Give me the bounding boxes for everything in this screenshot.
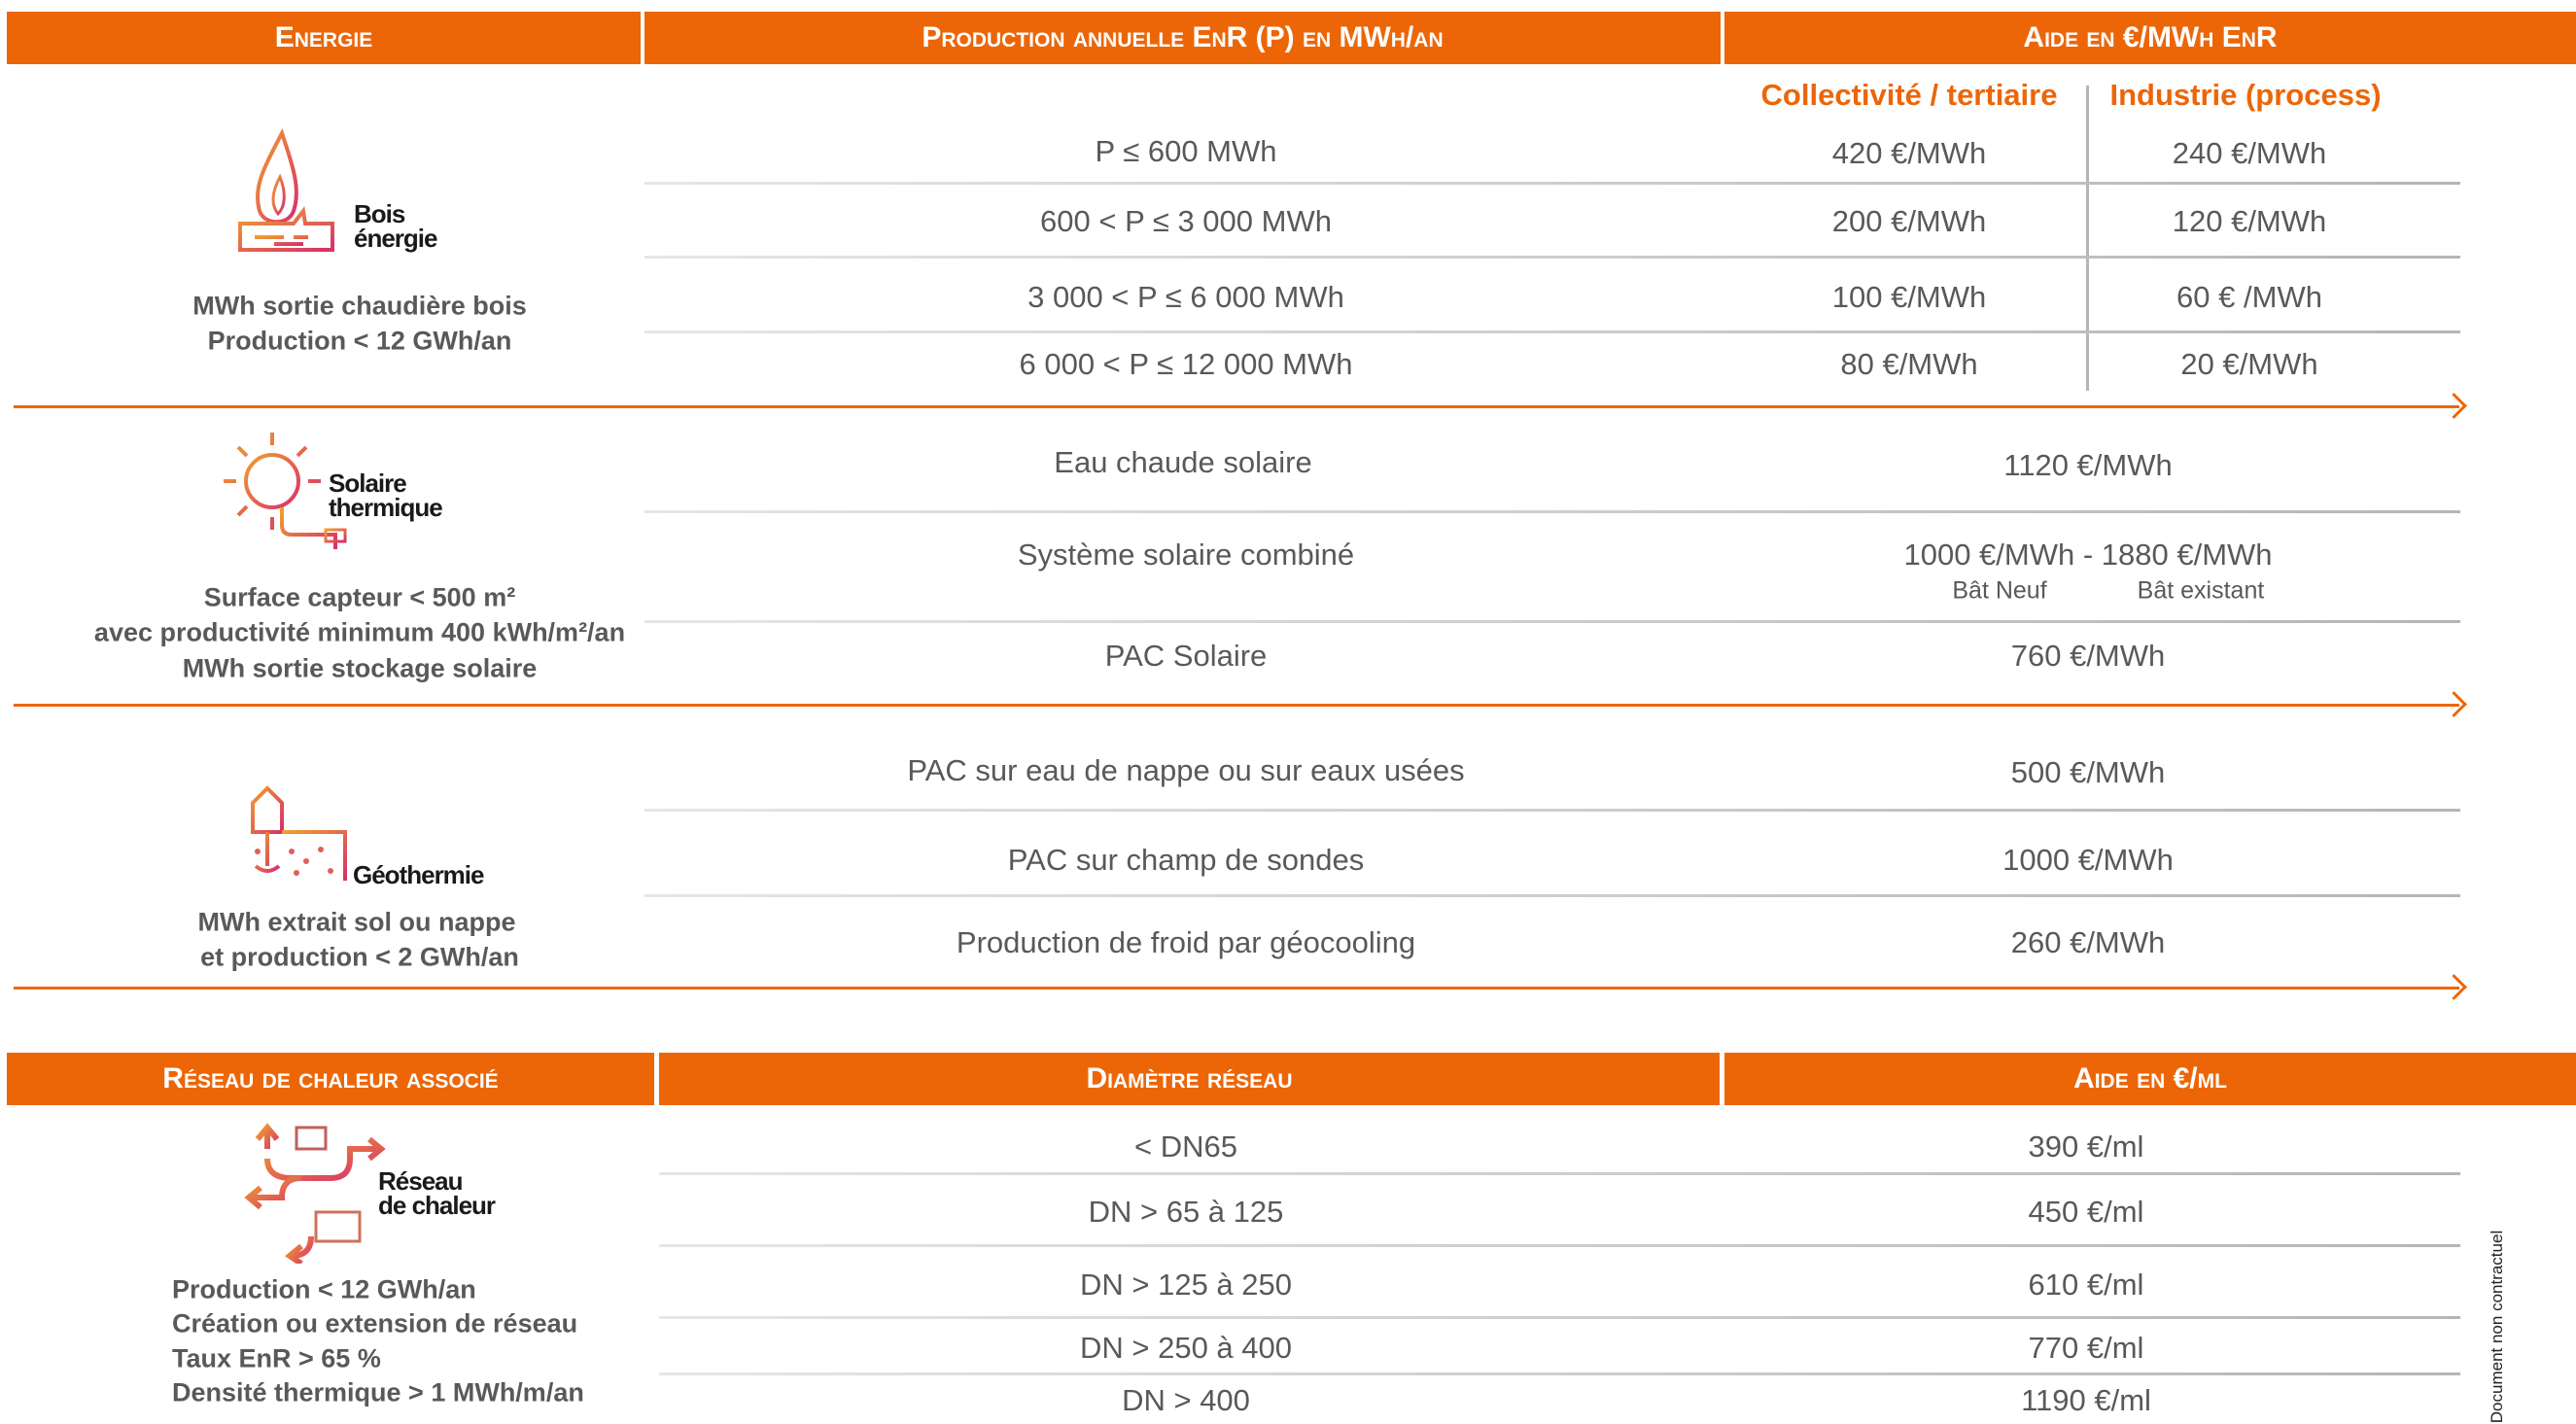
bois-production: 6 000 < P ≤ 12 000 MWh <box>1019 347 1353 381</box>
row-separator <box>659 1244 2460 1247</box>
solaire-aide: 1120 €/MWh <box>2003 448 2173 482</box>
header-label: Diamètre réseau <box>1086 1062 1293 1094</box>
solaire-production: Eau chaude solaire <box>1054 445 1312 479</box>
reseau-note: Production < 12 GWh/an <box>172 1274 476 1304</box>
row-separator <box>644 256 2460 259</box>
reseau-note: Taux EnR > 65 % <box>172 1343 381 1373</box>
solaire-note: MWh sortie stockage solaire <box>182 653 538 683</box>
reseau-aide: 610 €/ml <box>2028 1268 2144 1302</box>
reseau-aide: 390 €/ml <box>2028 1129 2144 1164</box>
subheader-industrie: Industrie (process) <box>2109 78 2382 112</box>
reseau-note: Densité thermique > 1 MWh/m/an <box>172 1377 584 1407</box>
header-aide: Aide en €/MWh EnR <box>1724 12 2576 64</box>
section-arrow <box>14 704 2459 707</box>
flame-icon <box>238 128 334 252</box>
reseau-aide: 450 €/ml <box>2028 1195 2144 1229</box>
reseau-diametre: DN > 250 à 400 <box>1079 1331 1293 1365</box>
bois-aide-collectivite: 200 €/MWh <box>1831 204 1987 238</box>
solaire-sub-bat-neuf: Bât Neuf <box>1952 576 2047 605</box>
bois-production: P ≤ 600 MWh <box>1095 134 1277 168</box>
disclaimer-note: Document non contractuel <box>2488 1230 2506 1424</box>
geo-note: et production < 2 GWh/an <box>200 942 519 972</box>
icon-label-line: énergie <box>354 224 437 253</box>
header-label: Aide en €/MWh EnR <box>2023 21 2278 53</box>
bois-production: 600 < P ≤ 3 000 MWh <box>1040 204 1332 238</box>
icon-label-line: Solaire <box>329 469 407 498</box>
solaire-production: Système solaire combiné <box>1017 538 1355 572</box>
section-arrow <box>14 405 2459 408</box>
header-production: Production annuelle EnR (P) en MWh/an <box>644 12 1721 64</box>
icon-label-line: thermique <box>329 493 443 522</box>
geo-production: PAC sur champ de sondes <box>1007 843 1365 877</box>
solaire-aide: 760 €/MWh <box>2010 639 2166 673</box>
row-separator <box>644 330 2460 333</box>
geothermal-icon <box>251 785 347 881</box>
geo-aide: 500 €/MWh <box>2010 755 2166 789</box>
column-divider <box>2086 86 2089 391</box>
reseau-diametre: DN > 125 à 250 <box>1079 1268 1293 1302</box>
heat-network-icon <box>244 1123 386 1264</box>
row-separator <box>659 1172 2460 1175</box>
reseau-note: Création ou extension de réseau <box>172 1308 578 1338</box>
section-arrow <box>14 987 2459 990</box>
reseau-aide: 1190 €/ml <box>2021 1383 2151 1417</box>
icon-label-line: de chaleur <box>378 1191 496 1220</box>
geo-production: Production de froid par géocooling <box>956 925 1416 959</box>
solaire-note: avec productivité minimum 400 kWh/m²/an <box>93 617 626 647</box>
solaire-sub-bat-existant: Bât existant <box>2137 576 2265 605</box>
header-label: Réseau de chaleur associé <box>162 1062 499 1094</box>
header-label: Energie <box>274 21 373 53</box>
bois-aide-industrie: 120 €/MWh <box>2172 204 2327 238</box>
row-separator <box>644 894 2460 897</box>
bois-aide-collectivite: 80 €/MWh <box>1840 347 1978 381</box>
icon-label-line: Géothermie <box>353 860 484 889</box>
icon-label-line: Réseau <box>378 1166 464 1196</box>
header-reseau: Réseau de chaleur associé <box>7 1053 654 1105</box>
row-separator <box>644 809 2460 812</box>
row-separator <box>659 1372 2460 1375</box>
header-label: Production annuelle EnR (P) en MWh/an <box>922 21 1444 53</box>
solaire-production: PAC Solaire <box>1104 639 1268 673</box>
row-separator <box>644 510 2460 513</box>
subheader-collectivite: Collectivité / tertiaire <box>1760 78 2058 112</box>
bois-aide-industrie: 20 €/MWh <box>2180 347 2318 381</box>
bois-note: MWh sortie chaudière bois <box>192 291 527 321</box>
bois-production: 3 000 < P ≤ 6 000 MWh <box>1027 280 1344 314</box>
solaire-note: Surface capteur < 500 m² <box>203 582 516 612</box>
reseau-diametre: DN > 400 <box>1122 1383 1250 1417</box>
reseau-diametre: DN > 65 à 125 <box>1088 1195 1284 1229</box>
bois-aide-collectivite: 420 €/MWh <box>1831 136 1987 170</box>
row-separator <box>644 620 2460 623</box>
header-label: Aide en €/ml <box>2073 1062 2227 1094</box>
row-separator <box>659 1316 2460 1319</box>
geo-note: MWh extrait sol ou nappe <box>197 907 516 937</box>
header-diametre: Diamètre réseau <box>659 1053 1720 1105</box>
header-energie: Energie <box>7 12 641 64</box>
bois-note: Production < 12 GWh/an <box>207 326 512 356</box>
sun-icon <box>224 433 347 564</box>
geo-icon-label: Géothermie <box>353 860 484 889</box>
icon-label-line: Bois <box>354 199 405 228</box>
solaire-aide: 1000 €/MWh - 1880 €/MWh <box>1903 538 2273 572</box>
geo-aide: 1000 €/MWh <box>2002 843 2174 877</box>
reseau-diametre: < DN65 <box>1134 1129 1237 1164</box>
reseau-aide: 770 €/ml <box>2028 1331 2144 1365</box>
geo-production: PAC sur eau de nappe ou sur eaux usées <box>907 753 1465 787</box>
row-separator <box>644 182 2460 185</box>
bois-aide-collectivite: 100 €/MWh <box>1831 280 1987 314</box>
geo-aide: 260 €/MWh <box>2010 925 2166 959</box>
header-aide-ml: Aide en €/ml <box>1724 1053 2576 1105</box>
bois-aide-industrie: 240 €/MWh <box>2172 136 2327 170</box>
bois-aide-industrie: 60 € /MWh <box>2176 280 2322 314</box>
